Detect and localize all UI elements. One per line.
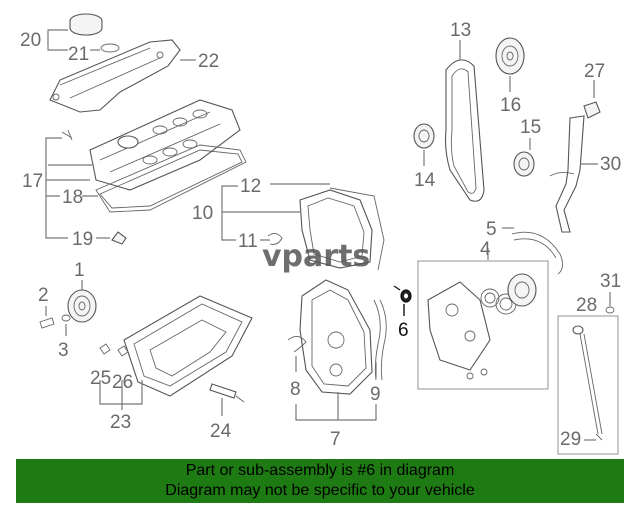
callout-23: 23 — [110, 412, 131, 433]
callout-29: 29 — [560, 429, 581, 450]
callout-22: 22 — [198, 51, 219, 72]
callout-2: 2 — [38, 285, 49, 306]
callout-1: 1 — [74, 260, 85, 281]
oil-pump-assembly — [427, 273, 537, 380]
callout-14: 14 — [414, 170, 436, 191]
dipstick-tube — [549, 115, 585, 233]
washer-3 — [61, 314, 71, 322]
footer-line-1: Part or sub-assembly is #6 in diagram — [185, 462, 455, 479]
callout-10: 10 — [192, 203, 213, 224]
callout-15: 15 — [520, 117, 541, 138]
timing-cover-gasket — [511, 231, 563, 275]
timing-cover-lower — [299, 279, 373, 395]
drain-plug — [99, 343, 111, 355]
footer-banner: Part or sub-assembly is #6 in diagram Di… — [16, 459, 624, 503]
callout-5: 5 — [486, 219, 497, 240]
callout-26: 26 — [112, 372, 133, 393]
dipstick — [572, 325, 603, 441]
footer-line-2: Diagram may not be specific to your vehi… — [165, 482, 475, 499]
oil-pump-box — [417, 260, 549, 390]
callout-25: 25 — [90, 368, 111, 389]
oil-filler-cap — [69, 13, 120, 53]
callout-18: 18 — [62, 187, 83, 208]
oring-31 — [605, 306, 615, 314]
gasket-26 — [117, 345, 129, 357]
valve-cover-gasket — [95, 144, 247, 213]
grommet — [111, 231, 127, 245]
tensioner-pulley — [513, 151, 535, 177]
callout-16: 16 — [500, 95, 521, 116]
idler-pulley — [413, 123, 435, 149]
watermark-logo: vparts — [262, 239, 370, 274]
callout-19: 19 — [72, 229, 93, 250]
dipstick-box — [557, 315, 619, 455]
callout-9: 9 — [370, 384, 381, 405]
callout-6: 6 — [398, 320, 409, 341]
oil-baffle — [209, 383, 245, 403]
callout-24: 24 — [210, 421, 232, 442]
gasket-9 — [373, 299, 387, 381]
callout-17: 17 — [22, 171, 43, 192]
callout-4: 4 — [480, 239, 491, 260]
seal-8 — [287, 336, 307, 353]
callout-31: 31 — [600, 271, 621, 292]
bolt-11 — [267, 233, 283, 245]
valve-cover — [89, 99, 241, 191]
crankshaft-pulley — [67, 289, 97, 323]
timing-belt — [444, 59, 485, 202]
callout-8: 8 — [290, 379, 301, 400]
oil-pan — [123, 295, 253, 397]
callout-3: 3 — [58, 340, 69, 361]
pcv-valve — [61, 129, 73, 141]
callout-20: 20 — [20, 30, 41, 51]
callout-27: 27 — [584, 61, 605, 82]
dipstick-seal — [583, 101, 601, 119]
timing-cover-upper — [299, 187, 385, 271]
callout-13: 13 — [450, 20, 471, 41]
callout-11: 11 — [238, 231, 258, 252]
pulley-bolt — [39, 317, 55, 329]
engine-top-cover — [49, 39, 181, 113]
part-6-seal — [393, 285, 412, 303]
callout-7: 7 — [330, 429, 341, 450]
callout-12: 12 — [240, 176, 261, 197]
callout-28: 28 — [576, 295, 597, 316]
callout-21: 21 — [68, 44, 89, 65]
callout-30: 30 — [600, 154, 621, 175]
camshaft-sprocket — [495, 37, 525, 75]
